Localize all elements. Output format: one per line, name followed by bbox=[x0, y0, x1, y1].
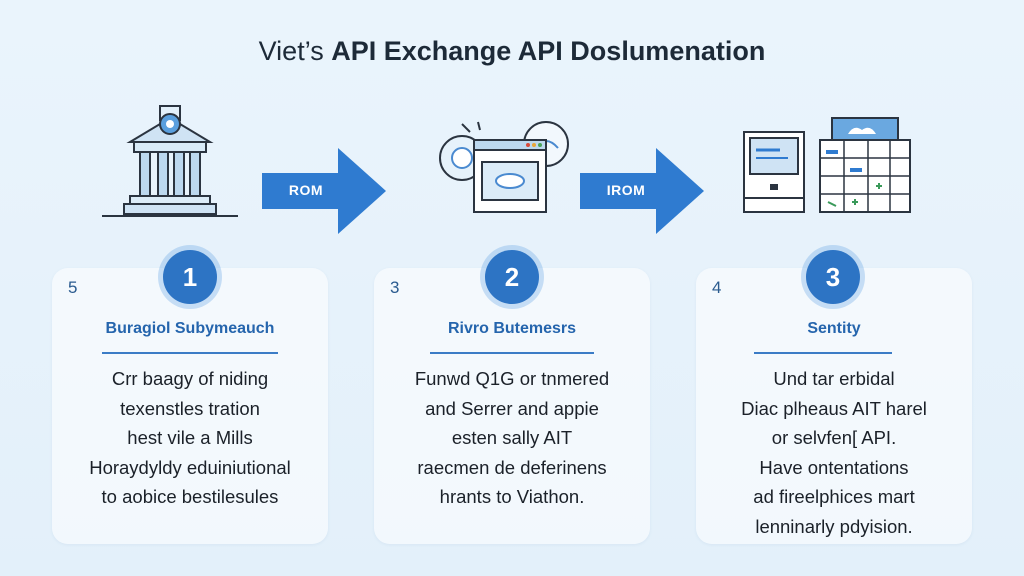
step-divider bbox=[754, 352, 892, 354]
step-body: Funwd Q1G or tnmered and Serrer and appi… bbox=[374, 364, 650, 512]
browser-window-icon bbox=[439, 121, 569, 213]
step-side-number: 3 bbox=[390, 278, 400, 297]
arrow-right-icon bbox=[580, 148, 704, 234]
step-number-badge-3: 3 bbox=[806, 250, 860, 304]
step-line: Horaydyldy eduiniutional bbox=[89, 456, 291, 478]
step-line: raecmen de deferinens bbox=[417, 456, 607, 478]
title-light: Viet’s bbox=[258, 36, 324, 66]
step-line: lenninarly pdyision. bbox=[755, 515, 913, 537]
step-card-1: 5 Buragiol Subymeauch Crr baagy of nidin… bbox=[52, 268, 328, 544]
step-line: or selvfen[ API. bbox=[771, 427, 897, 448]
step-body: Crr baagy of niding texenstles tration h… bbox=[52, 364, 328, 512]
step-line: esten sally AIT bbox=[451, 427, 573, 448]
step-line: Crr baagy of niding bbox=[111, 368, 269, 389]
page-title: Viet’s API Exchange API Doslumenation bbox=[0, 36, 1024, 67]
arrow-right-icon bbox=[262, 148, 386, 234]
step-card-2: 3 Rivro Butemesrs Funwd Q1G or tnmered a… bbox=[374, 268, 650, 544]
step-line: Diac plheaus AIT harel bbox=[741, 397, 927, 419]
arrow-label-1: ROM bbox=[288, 182, 324, 198]
step-line: hrants to Viathon. bbox=[439, 486, 585, 507]
step-title: Sentity bbox=[807, 320, 861, 337]
monitor-table-icon bbox=[743, 117, 911, 213]
step-title: Rivro Butemesrs bbox=[447, 320, 577, 337]
step-line: Have ontentations bbox=[759, 456, 909, 478]
step-divider bbox=[430, 352, 594, 354]
bank-building-icon bbox=[102, 105, 238, 217]
step-number-badge-1: 1 bbox=[163, 250, 217, 304]
step-line: ad fireelphices mart bbox=[753, 486, 915, 507]
step-title: Buragiol Subymeauch bbox=[105, 320, 275, 337]
step-line: Funwd Q1G or tnmered bbox=[414, 368, 610, 389]
step-line: hest vile a Mills bbox=[127, 427, 253, 448]
step-side-number: 5 bbox=[68, 278, 78, 297]
title-bold: API Exchange API Doslumenation bbox=[331, 36, 766, 66]
step-card-3: 4 Sentity Und tar erbidal Diac plheaus A… bbox=[696, 268, 972, 544]
step-line: Und tar erbidal bbox=[773, 368, 895, 389]
step-divider bbox=[102, 352, 278, 354]
step-line: and Serrer and appie bbox=[425, 397, 599, 419]
step-side-number: 4 bbox=[712, 278, 722, 297]
arrow-label-2: IROM bbox=[606, 182, 646, 198]
step-line: texenstles tration bbox=[120, 397, 260, 419]
step-number-badge-2: 2 bbox=[485, 250, 539, 304]
step-line: to aobice bestilesules bbox=[101, 486, 279, 507]
step-body: Und tar erbidal Diac plheaus AIT harel o… bbox=[696, 364, 972, 541]
